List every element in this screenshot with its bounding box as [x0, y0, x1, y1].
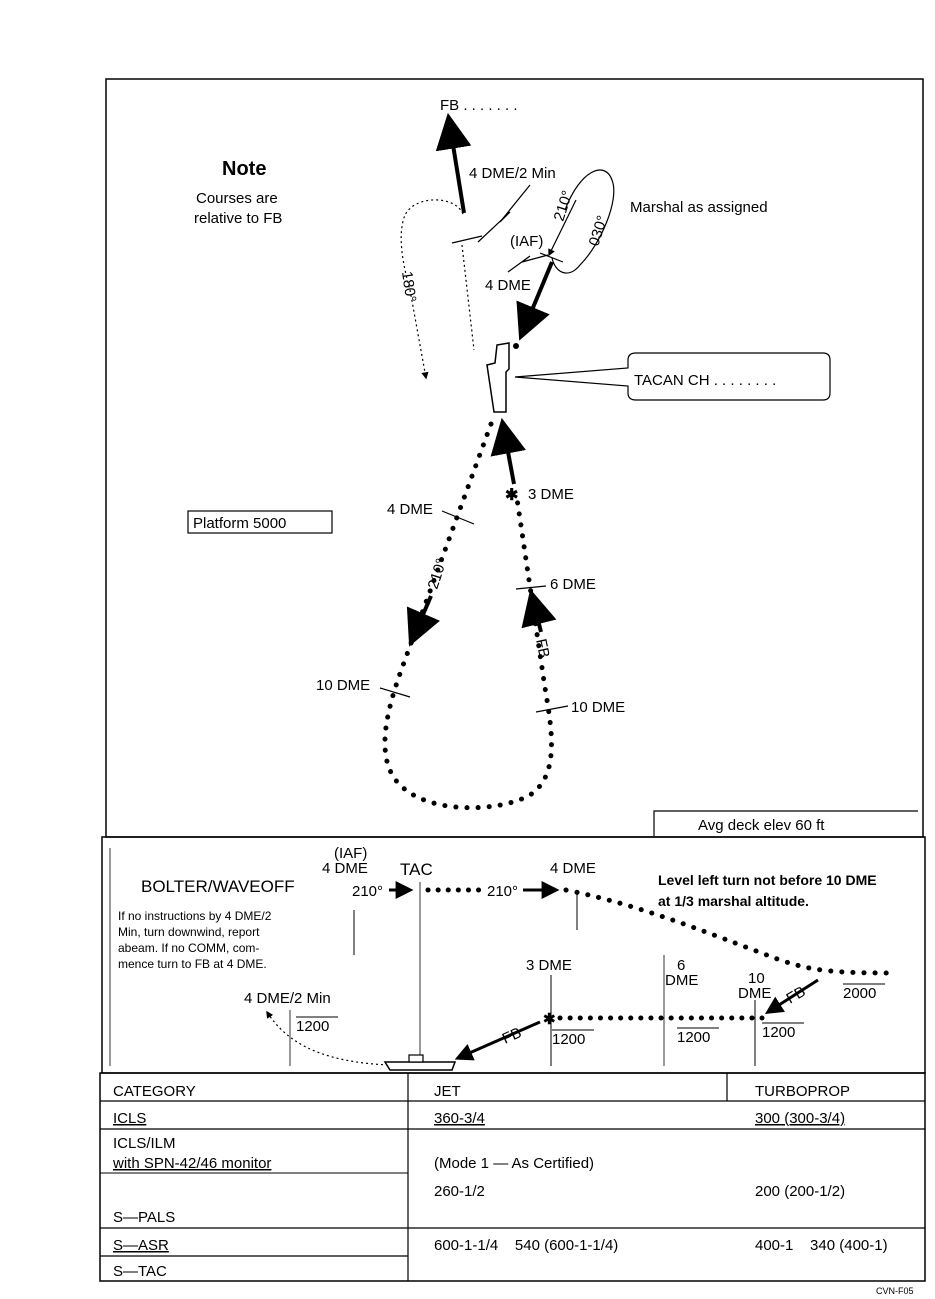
spals-category: S—PALS: [113, 1209, 175, 1226]
course-180-label: 180°: [398, 270, 419, 303]
instr-line3: abeam. If no COMM, com-: [118, 941, 259, 955]
fb-lower-arrow: [454, 1020, 541, 1061]
outbound-180-dotted: [461, 244, 475, 351]
icls-ilm-line2: with SPN-42/46 monitor: [112, 1155, 271, 1172]
ship-dot: [513, 343, 519, 349]
mode1-label: (Mode 1 — As Certified): [434, 1155, 594, 1172]
deck-elev-box: [653, 810, 918, 836]
header-turboprop: TURBOPROP: [755, 1083, 850, 1100]
tick-4dme-left: [441, 510, 475, 525]
instr-line1: If no instructions by 4 DME/2: [118, 909, 272, 923]
profile-dme3: 3 DME: [526, 957, 572, 974]
instr-line4: mence turn to FB at 4 DME.: [118, 957, 267, 971]
dme4-2min-label: 4 DME/2 Min: [469, 165, 556, 182]
icls-category: ICLS: [113, 1110, 146, 1127]
profile-dme6-a: 6: [677, 957, 685, 974]
dme6-label: 6 DME: [550, 576, 596, 593]
outbound-arrow-210: [406, 595, 440, 647]
instr-line2: Min, turn downwind, report: [118, 925, 260, 939]
marshal-label: Marshal as assigned: [630, 199, 768, 216]
fb-course-arrow: [435, 112, 472, 214]
spals-jet: 260-1/2: [434, 1183, 485, 1200]
dme3-label: 3 DME: [528, 486, 574, 503]
course-210-lower: 210°: [425, 556, 451, 591]
marshal-leg: [548, 199, 577, 257]
dme3-profile-cross: ✱: [543, 1011, 556, 1028]
profile-iaf: (IAF): [334, 845, 367, 862]
header-category: CATEGORY: [113, 1083, 196, 1100]
final-inbound-arrow: [490, 417, 526, 485]
alt-1200-a: 1200: [296, 1018, 329, 1035]
profile-alt-2000: 2000: [843, 985, 876, 1002]
course-210-a: 210°: [352, 883, 383, 900]
minimums-table: [99, 1072, 926, 1282]
tacan-label: TACAN CH . . . . . . . .: [634, 372, 776, 389]
marshal-loop: [551, 169, 615, 274]
tick-iaf: [539, 252, 564, 263]
tacan-callout: [514, 352, 831, 401]
profile-dme10-b: DME: [738, 985, 771, 1002]
sasr-category: S—ASR: [113, 1237, 169, 1254]
inbound-arrow-fb: [521, 589, 557, 633]
dme4-left-label: 4 DME: [387, 501, 433, 518]
ship-profile: [383, 1061, 457, 1071]
profile-dme4-2min: 4 DME/2 Min: [244, 990, 331, 1007]
stac-category: S—TAC: [113, 1263, 167, 1280]
icls-ilm-line1: ICLS/ILM: [113, 1135, 176, 1152]
tick-4dme-2min: [451, 235, 483, 244]
profile-dme4-upper: 4 DME: [550, 860, 596, 877]
alt-1200-d: 1200: [762, 1024, 795, 1041]
dme10-left-label: 10 DME: [316, 677, 370, 694]
course-030-upper: 030°: [586, 213, 612, 248]
note-line1: Courses are: [196, 190, 278, 207]
bolter-title: BOLTER/WAVEOFF: [141, 877, 295, 896]
note-line2: relative to FB: [194, 210, 282, 227]
fb-course-label: FB: [532, 637, 553, 659]
alt-1200-b: 1200: [552, 1031, 585, 1048]
dme4-2min-bolt: [477, 184, 531, 243]
platform-label: Platform 5000: [193, 515, 286, 532]
profile-tac: TAC: [400, 860, 433, 879]
profile-dme10-a: 10: [748, 970, 765, 987]
platform-box: [187, 510, 333, 534]
course-210-b: 210°: [487, 883, 518, 900]
bolter-climb-dotted: [266, 1010, 389, 1066]
dme4-iaf-label: 4 DME: [485, 277, 531, 294]
icls-jet: 360-3/4: [434, 1110, 485, 1127]
level-left-line2: at 1/3 marshal altitude.: [658, 893, 809, 909]
sasr-jet: 600-1-1/4 540 (600-1-1/4): [434, 1237, 618, 1254]
tick-6dme: [515, 585, 547, 590]
carrier-symbol: [486, 342, 510, 413]
iaf-label: (IAF): [510, 233, 543, 250]
iaf-bolt: [507, 254, 549, 273]
note-title: Note: [222, 158, 266, 180]
fb-label: FB . . . . . . .: [440, 97, 518, 114]
ship-island: [408, 1054, 424, 1063]
spals-turboprop: 200 (200-1/2): [755, 1183, 845, 1200]
fb-upper-arrow: [764, 978, 819, 1014]
alt-1200-c: 1200: [677, 1029, 710, 1046]
bolter-dotted-2: [563, 887, 893, 976]
tick-10dme-right: [535, 705, 569, 713]
teardrop-outbound-dotted: [382, 421, 554, 811]
header-jet: JET: [434, 1083, 461, 1100]
level-left-line1: Level left turn not before 10 DME: [658, 872, 877, 888]
deck-elev-label: Avg deck elev 60 ft: [698, 817, 825, 834]
arrow-180-dotted: [409, 289, 429, 380]
tick-10dme-left: [379, 687, 411, 698]
footer-code: CVN-F05: [876, 1286, 914, 1296]
inbound-to-ship-arrow: [516, 261, 554, 341]
icls-turboprop: 300 (300-3/4): [755, 1110, 845, 1127]
dme3-cross: ✱: [505, 487, 518, 504]
sasr-turboprop: 400-1 340 (400-1): [755, 1237, 888, 1254]
profile-dme4-iaf: 4 DME: [322, 860, 368, 877]
dme10-right-label: 10 DME: [571, 699, 625, 716]
profile-fb-lower: FB: [500, 1024, 524, 1047]
profile-dme6-b: DME: [665, 972, 698, 989]
